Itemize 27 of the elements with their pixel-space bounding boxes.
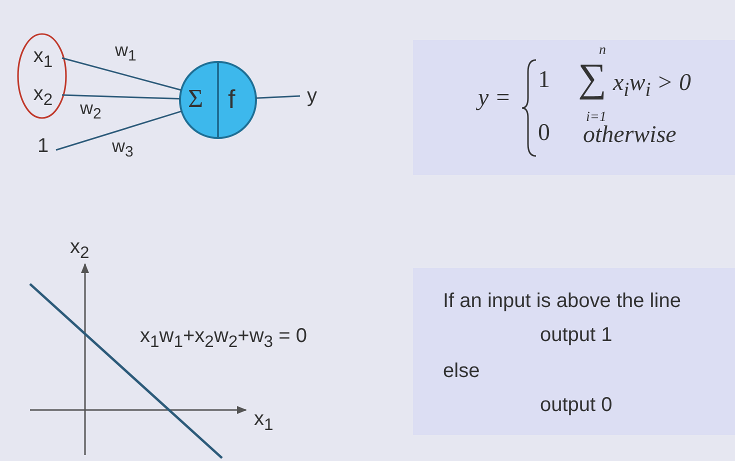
formula-text: x$_{i}$w$_{i}$ > 0 [613, 70, 691, 102]
formula-text: otherwise [583, 122, 676, 149]
formula-text: 0 [538, 120, 550, 147]
rule-text: output 0 [540, 394, 612, 417]
output-label: y [302, 82, 322, 110]
sum-symbol: Σ [188, 84, 204, 114]
axis-label: x$_{2}$ [70, 236, 90, 263]
connector-line [62, 57, 182, 91]
input-label: x$_{2}$ [26, 80, 60, 108]
formula-text: 1 [538, 67, 550, 94]
rule-text: output 1 [540, 324, 612, 347]
rule-text: else [443, 360, 480, 383]
formula-text: y = [478, 85, 511, 112]
connector-line [62, 94, 180, 100]
edge-label: w$_{3}$ [112, 136, 134, 161]
axis-label: x$_{1}$ [254, 408, 274, 435]
activation-symbol: f [228, 84, 236, 115]
equation-label: x$_{1}$w$_{1}$+x$_{2}$w$_{2}$+w$_{3}$ = 0 [140, 325, 307, 352]
formula-panel [413, 40, 735, 175]
input-label: x$_{1}$ [26, 42, 60, 70]
edge-label: w$_{1}$ [115, 40, 136, 65]
edge-label: w$_{2}$ [80, 98, 102, 123]
connector-line [256, 95, 300, 99]
formula-text: i=1 [586, 110, 606, 125]
connector-line [56, 110, 182, 151]
rule-text: If an input is above the line [443, 290, 681, 313]
input-label: 1 [34, 132, 52, 160]
